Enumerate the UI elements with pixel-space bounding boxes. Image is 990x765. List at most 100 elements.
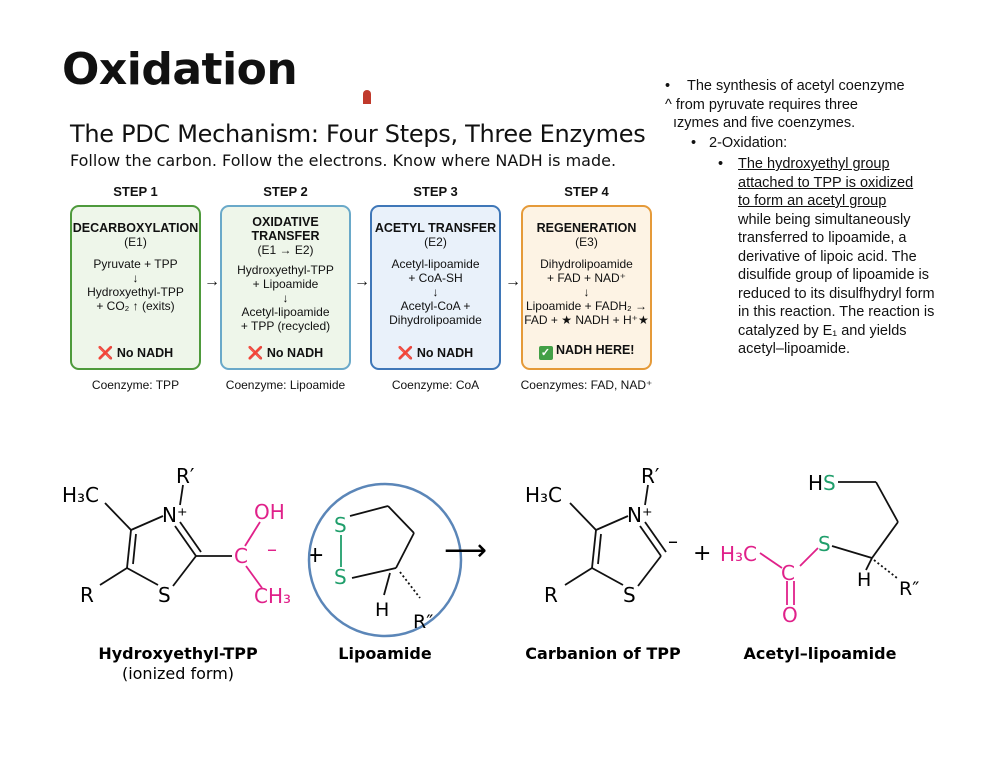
- m2-caption: Lipoamide: [338, 644, 432, 663]
- lipoamide-highlight-circle: [307, 482, 463, 638]
- m4-h3c: H₃C: [720, 542, 757, 566]
- m3-caption: Carbanion of TPP: [525, 644, 681, 663]
- step-enzyme: (E3): [575, 235, 598, 249]
- step-arrow-3: →: [505, 273, 521, 290]
- x-mark-icon: ❌: [397, 346, 414, 360]
- m3-r: R: [544, 583, 558, 607]
- step-reactants: Pyruvate + TPP: [93, 257, 178, 271]
- step-1-coenzyme: Coenzyme: TPP: [91, 378, 180, 392]
- step-result: ❌ No NADH: [397, 346, 474, 360]
- step-reactants-line-2: + Lipoamide: [252, 277, 319, 291]
- m1-ch3: CH₃: [254, 584, 291, 608]
- check-mark-icon: ✓: [538, 346, 553, 360]
- step-products-line-2: Dihydrolipoamide: [389, 313, 482, 327]
- step-name: OXIDATIVE TRANSFER: [251, 215, 320, 243]
- lipoamide-structure: [340, 505, 421, 599]
- m1-minus: –: [267, 537, 277, 561]
- m1-r: R: [80, 583, 94, 607]
- reaction-scheme: H₃C R′ N⁺ R S OH C – CH₃ Hydroxyethyl-TP…: [62, 464, 919, 683]
- step-4-box: REGENERATION (E3) Dihydrolipoamide + FAD…: [521, 205, 652, 370]
- m1-n-plus: N⁺: [162, 503, 188, 527]
- step-arrow-1: →: [204, 273, 220, 290]
- step-reactants-line-1: Dihydrolipoamide: [540, 257, 633, 271]
- bullet-dot-icon: •: [665, 78, 671, 94]
- step-enzyme: (E1): [124, 235, 147, 249]
- step-name: DECARBOXYLATION: [72, 221, 199, 235]
- bullet-1: • The synthesis of acetyl coenzyme ^ fro…: [665, 78, 905, 131]
- m2-h: H: [375, 599, 389, 621]
- step-products-line-1: Acetyl-CoA +: [400, 299, 471, 313]
- step-down-arrow: ↓: [432, 285, 439, 299]
- acetyl-lipoamide-structure: [759, 481, 899, 605]
- step-products-line-1: Lipoamide + FADH₂ →: [525, 299, 648, 313]
- step-reactants-line-2: + CoA-SH: [408, 271, 463, 285]
- m4-r-double-prime: R″: [899, 578, 919, 600]
- step-1-label: STEP 1: [113, 184, 158, 199]
- step-down-arrow: ↓: [282, 291, 289, 305]
- bullet-dot-icon: •: [718, 156, 724, 172]
- hydroxyethyl-tpp-structure: [99, 484, 263, 589]
- step-enzyme: (E1 → E2): [257, 243, 314, 257]
- step-name: REGENERATION: [536, 221, 637, 235]
- slide-title: Oxidation: [62, 44, 298, 95]
- bullet-2: • 2-Oxidation:: [691, 134, 788, 151]
- m2-r-double-prime: R″: [413, 611, 433, 633]
- step-3-box: ACETYL TRANSFER (E2) Acetyl-lipoamide + …: [370, 205, 501, 370]
- m4-h: H: [857, 569, 871, 591]
- m2-s-bottom: S: [334, 565, 347, 589]
- step-2-coenzyme: Coenzyme: Lipoamide: [225, 378, 346, 392]
- step-down-arrow: ↓: [132, 271, 139, 285]
- m3-minus: –: [668, 529, 678, 553]
- step-products-line-2: + TPP (recycled): [240, 319, 331, 333]
- carbanion-tpp-structure: [564, 484, 667, 587]
- m1-s: S: [158, 583, 171, 607]
- step-4-label: STEP 4: [564, 184, 609, 199]
- m2-s-top: S: [334, 513, 347, 537]
- pdc-heading: The PDC Mechanism: Four Steps, Three Enz…: [70, 120, 646, 148]
- step-enzyme: (E2): [424, 235, 447, 249]
- step-arrow-2: →: [354, 273, 370, 290]
- red-marker-decoration: [363, 90, 371, 104]
- step-reactants-line-1: Hydroxyethyl-TPP: [237, 263, 334, 277]
- step-reactants-line-1: Acetyl-lipoamide: [391, 257, 480, 271]
- step-2-label: STEP 2: [263, 184, 308, 199]
- step-3-coenzyme: Coenzyme: CoA: [391, 378, 480, 392]
- m1-c: C: [234, 544, 248, 568]
- step-result: ✓ NADH HERE!: [523, 343, 650, 360]
- step-down-arrow: ↓: [583, 285, 590, 299]
- step-result: ❌ No NADH: [247, 346, 324, 360]
- m3-h3c: H₃C: [525, 483, 562, 507]
- m3-n-plus: N⁺: [627, 503, 653, 527]
- m4-hs: HS: [808, 471, 836, 495]
- m4-o: O: [782, 603, 798, 627]
- step-reactants-line-2: + FAD + NAD⁺: [546, 271, 627, 285]
- m1-r-prime: R′: [176, 464, 195, 488]
- m1-caption-line-2: (ionized form): [122, 664, 234, 683]
- m4-s: S: [818, 532, 831, 556]
- x-mark-icon: ❌: [97, 346, 114, 360]
- plus-sign-2: +: [693, 541, 711, 566]
- x-mark-icon: ❌: [247, 346, 264, 360]
- m1-h3c: H₃C: [62, 483, 99, 507]
- step-products-line-1: Hydroxyethyl-TPP: [87, 285, 184, 299]
- m3-s: S: [623, 583, 636, 607]
- m4-caption: Acetyl–lipoamide: [744, 644, 897, 663]
- step-result: ❌ No NADH: [97, 346, 174, 360]
- bullet-3: • The hydroxyethyl group attached to TPP…: [718, 156, 935, 357]
- step-name: ACETYL TRANSFER: [374, 221, 497, 235]
- step-products-line-2: FAD + ★ NADH + H⁺★: [524, 313, 649, 327]
- m1-oh: OH: [254, 500, 285, 524]
- step-products-line-1: Acetyl-lipoamide: [241, 305, 330, 319]
- reaction-arrow-icon: ⟶: [444, 533, 487, 568]
- m1-caption-line-1: Hydroxyethyl-TPP: [98, 644, 258, 663]
- step-2-box: OXIDATIVE TRANSFER (E1 → E2) Hydroxyethy…: [220, 205, 351, 370]
- step-1-box: DECARBOXYLATION (E1) Pyruvate + TPP ↓ Hy…: [70, 205, 201, 370]
- bullet-dot-icon: •: [691, 134, 697, 151]
- m3-r-prime: R′: [641, 464, 660, 488]
- step-products-line-2: + CO₂ ↑ (exits): [96, 299, 175, 313]
- bullet-list: • The synthesis of acetyl coenzyme ^ fro…: [665, 77, 940, 359]
- m4-c: C: [781, 561, 795, 585]
- step-4-coenzyme: Coenzymes: FAD, NAD⁺: [520, 378, 653, 392]
- pdc-subheading: Follow the carbon. Follow the electrons.…: [70, 151, 617, 170]
- step-3-label: STEP 3: [413, 184, 458, 199]
